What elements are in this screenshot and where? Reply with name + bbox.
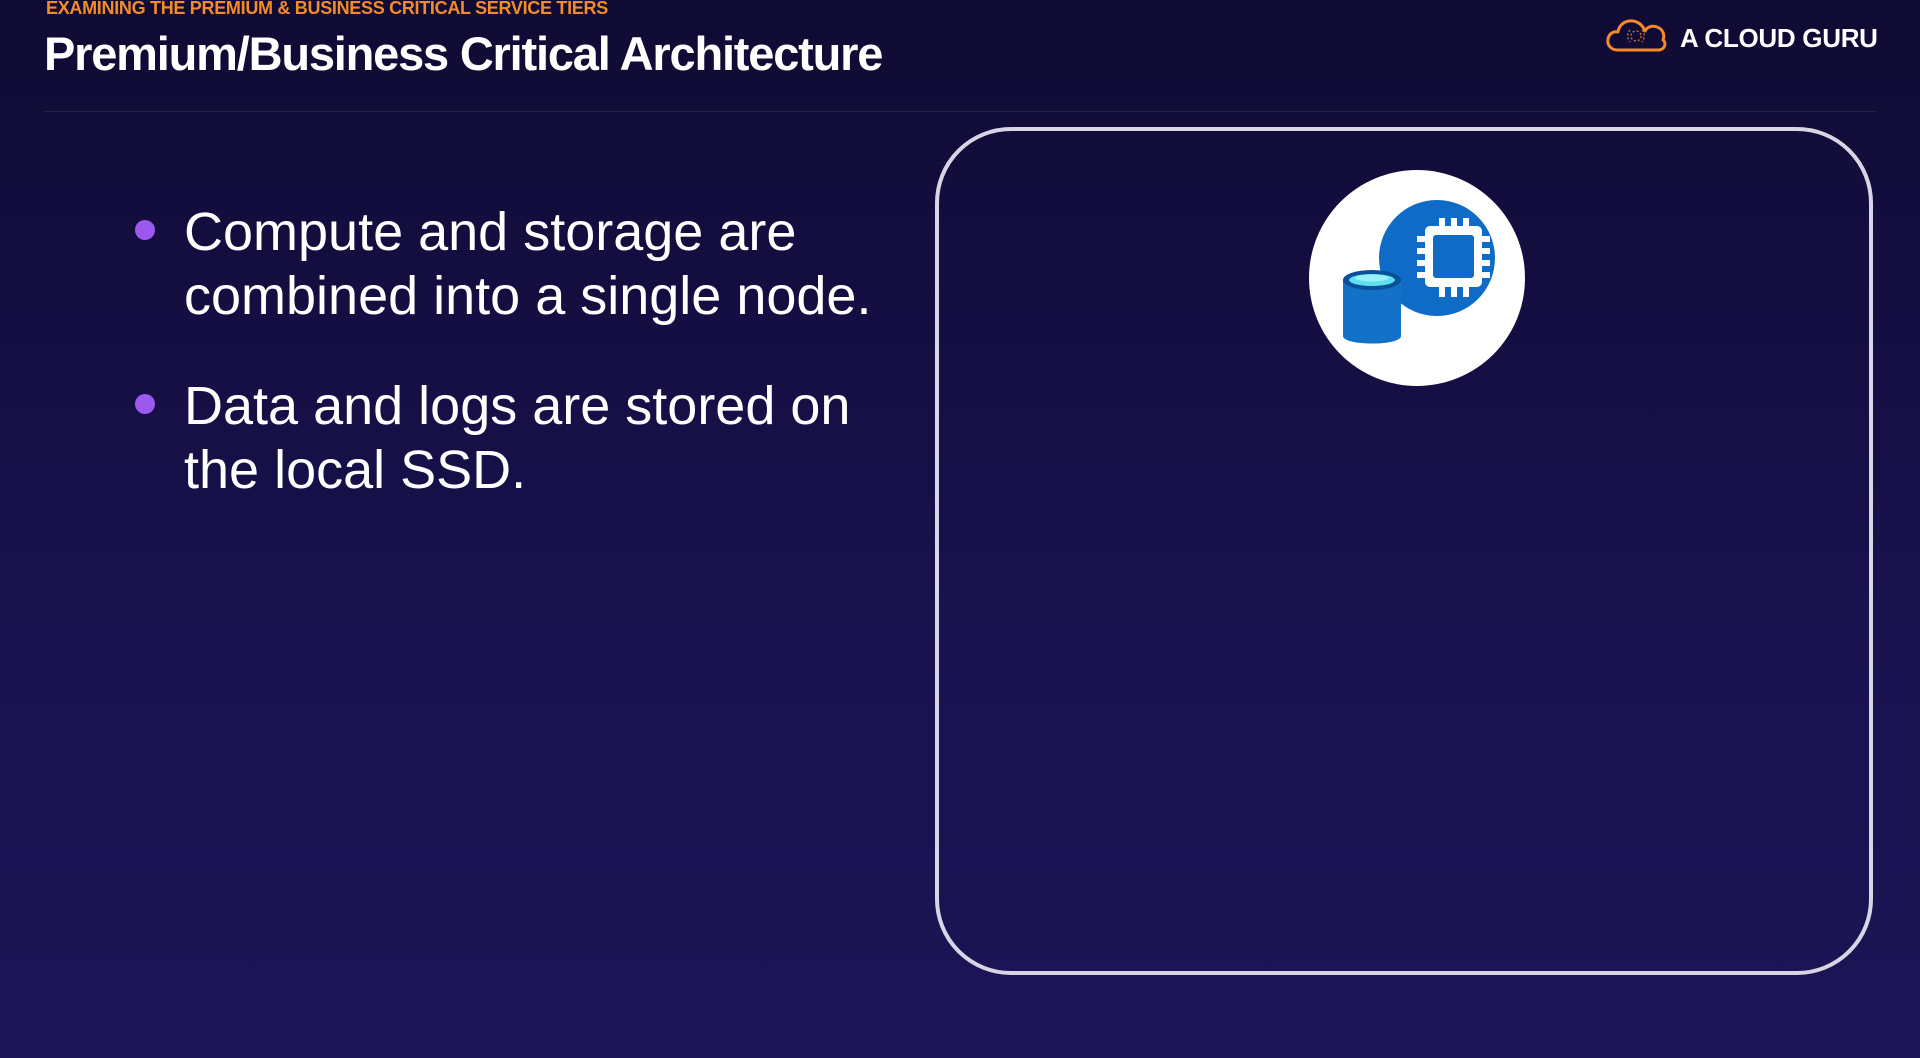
brand-logo: A CLOUD GURU xyxy=(1604,16,1878,61)
section-eyebrow: EXAMINING THE PREMIUM & BUSINESS CRITICA… xyxy=(46,0,608,18)
bullet-text: Data and logs are stored on the local SS… xyxy=(184,376,851,500)
header-divider xyxy=(44,111,1876,112)
bullet-text: Compute and storage are combined into a … xyxy=(184,202,872,326)
slide-title: Premium/Business Critical Architecture xyxy=(44,27,883,80)
compute-storage-node-icon xyxy=(1309,170,1525,386)
bullet-dot-icon xyxy=(135,220,155,240)
brand-name: A CLOUD GURU xyxy=(1680,23,1878,53)
bullet-list: Compute and storage are combined into a … xyxy=(130,200,890,548)
bullet-dot-icon xyxy=(135,394,155,414)
cloud-logo-icon xyxy=(1604,16,1668,61)
bullet-item: Data and logs are stored on the local SS… xyxy=(130,374,890,502)
bullet-item: Compute and storage are combined into a … xyxy=(130,200,890,328)
architecture-diagram-panel xyxy=(935,127,1873,975)
